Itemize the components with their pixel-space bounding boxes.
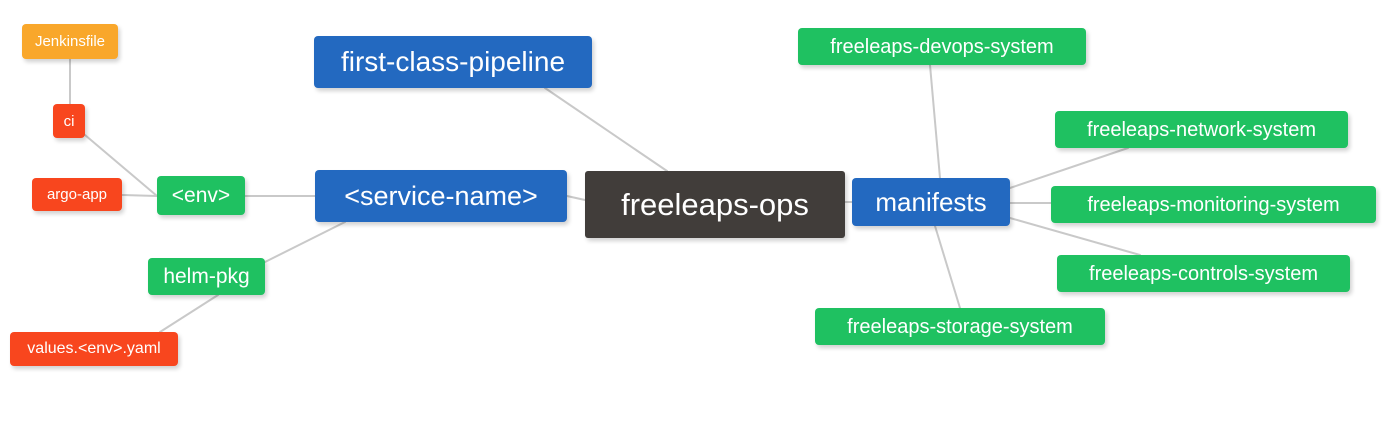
node-argo-app[interactable]: argo-app [32, 178, 122, 211]
node-label: freeleaps-controls-system [1089, 262, 1318, 285]
node-label: freeleaps-storage-system [847, 315, 1073, 338]
node-manifests[interactable]: manifests [852, 178, 1010, 226]
node-jenkinsfile[interactable]: Jenkinsfile [22, 24, 118, 59]
node-label: freeleaps-ops [621, 187, 809, 222]
node-label: argo-app [46, 186, 108, 203]
node-freeleaps-network-system[interactable]: freeleaps-network-system [1055, 111, 1348, 148]
node-label: Jenkinsfile [34, 33, 106, 50]
node-values-yaml[interactable]: values.<env>.yaml [10, 332, 178, 366]
node-label: values.<env>.yaml [27, 340, 161, 357]
node-label: ci [63, 112, 75, 130]
node-freeleaps-storage-system[interactable]: freeleaps-storage-system [815, 308, 1105, 345]
node-helm-pkg[interactable]: helm-pkg [148, 258, 265, 295]
node-freeleaps-monitoring-system[interactable]: freeleaps-monitoring-system [1051, 186, 1376, 223]
node-ci[interactable]: ci [53, 104, 85, 138]
edge-manifests-to-freeleaps-storage-system [934, 225, 961, 309]
node-freeleaps-controls-system[interactable]: freeleaps-controls-system [1057, 255, 1350, 292]
edge-argo-app-to-env [121, 194, 158, 197]
node-label: manifests [875, 187, 987, 217]
edge-manifests-to-freeleaps-network-system [1009, 147, 1129, 189]
node-label: freeleaps-network-system [1087, 118, 1316, 141]
edge-helm-pkg-to-service-name [264, 221, 346, 263]
node-first-class-pipeline[interactable]: first-class-pipeline [314, 36, 592, 88]
edge-manifests-to-freeleaps-devops-system [929, 64, 941, 179]
edge-manifests-to-freeleaps-controls-system [1009, 217, 1141, 256]
edge-values-yaml-to-helm-pkg [159, 294, 219, 333]
node-label: freeleaps-devops-system [830, 35, 1054, 58]
node-freeleaps-ops[interactable]: freeleaps-ops [585, 171, 845, 238]
node-freeleaps-devops-system[interactable]: freeleaps-devops-system [798, 28, 1086, 65]
node-label: <env> [171, 184, 231, 207]
node-label: helm-pkg [163, 265, 250, 288]
node-label: freeleaps-monitoring-system [1087, 193, 1340, 216]
node-label: first-class-pipeline [340, 46, 566, 77]
node-label: <service-name> [344, 180, 538, 211]
node-service-name[interactable]: <service-name> [315, 170, 567, 222]
node-env[interactable]: <env> [157, 176, 245, 215]
edge-first-class-pipeline-to-freeleaps-ops [544, 87, 668, 172]
edge-service-name-to-freeleaps-ops [566, 195, 586, 201]
